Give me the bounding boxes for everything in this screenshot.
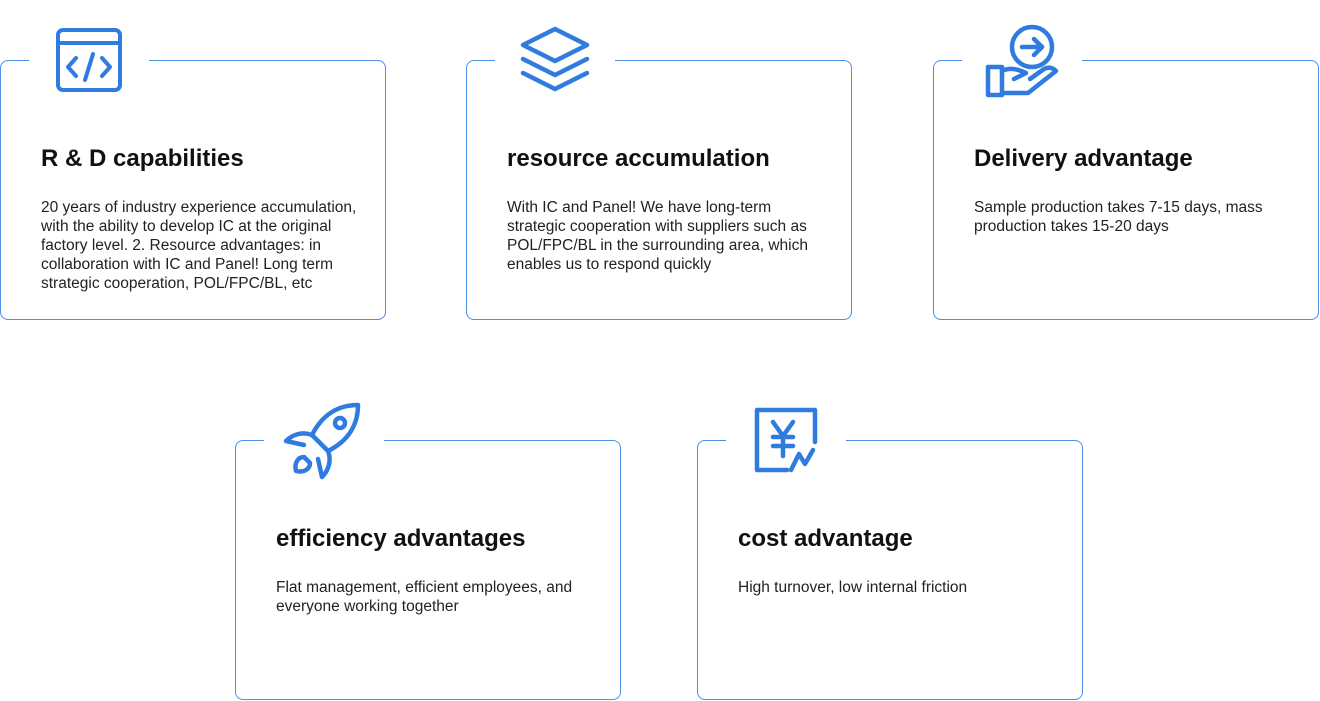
card-description: Flat management, efficient employees, an…	[276, 579, 573, 615]
card-cost-advantage: cost advantage High turnover, low intern…	[697, 405, 1083, 700]
layers-stack-icon	[495, 25, 615, 97]
card-title: cost advantage	[738, 525, 913, 552]
card-title: R & D capabilities	[41, 145, 244, 172]
hand-delivery-icon	[962, 24, 1082, 98]
rocket-icon	[264, 402, 384, 480]
code-window-icon	[29, 25, 149, 97]
card-title: efficiency advantages	[276, 525, 526, 552]
card-description: High turnover, low internal friction	[738, 579, 968, 596]
card-description: With IC and Panel! We have long-term str…	[507, 199, 808, 273]
card-description: 20 years of industry experience accumula…	[41, 199, 357, 292]
card-efficiency-advantages: efficiency advantages Flat management, e…	[235, 402, 621, 700]
card-title: resource accumulation	[507, 145, 770, 172]
card-delivery-advantage: Delivery advantage Sample production tak…	[933, 24, 1319, 320]
card-resource-accumulation: resource accumulation With IC and Panel!…	[466, 25, 852, 320]
card-description: Sample production takes 7-15 days, mass …	[974, 199, 1263, 235]
card-title: Delivery advantage	[974, 145, 1193, 172]
card-rd-capabilities: R & D capabilities 20 years of industry …	[0, 25, 386, 320]
yen-chart-icon	[726, 405, 846, 477]
